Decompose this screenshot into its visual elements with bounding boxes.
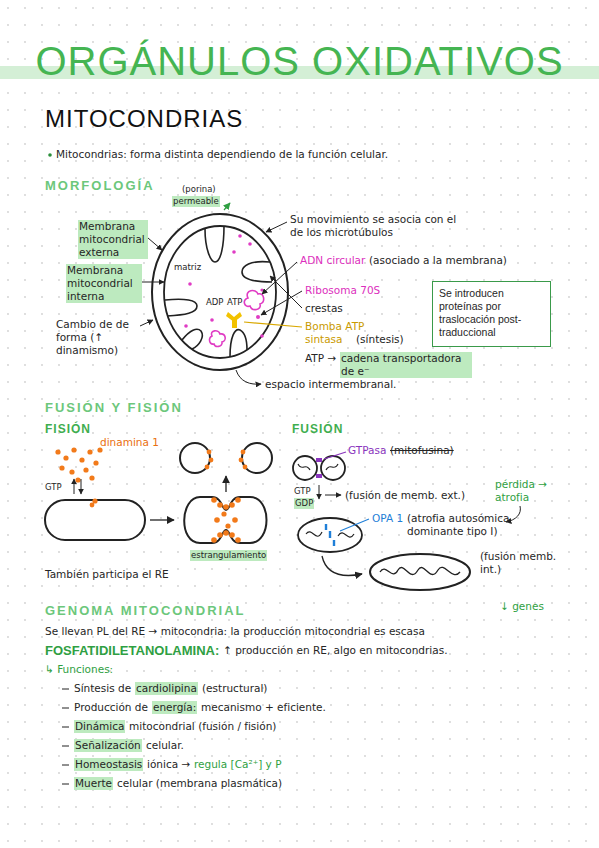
annotation: Síntesis de (74, 682, 131, 695)
dynamin-ring (211, 497, 241, 543)
annotation: (estructural) (202, 682, 267, 695)
annotation: (fusión de memb. ext.) (345, 489, 465, 502)
annotation: GTPasa (348, 444, 386, 457)
annotation: (asociado a la membrana) (369, 254, 507, 267)
fission-drawing (45, 443, 272, 543)
annotation: (mitofusina) (390, 444, 454, 457)
annotation: Producción de (74, 701, 148, 714)
arrow (150, 519, 174, 520)
crista (182, 329, 202, 349)
annotation: pérdida → atrofia (495, 478, 567, 504)
annotation: permeable (172, 196, 220, 207)
annotation: cadena transportadora de e⁻ (340, 352, 472, 378)
subheading: FUSIÓN (292, 422, 343, 437)
dynamin-dots (55, 447, 102, 482)
annotation: Dinámica (74, 720, 125, 733)
annotation: Membrana mitocondrial externa (78, 220, 148, 259)
daughter-mitochondrion (180, 443, 210, 473)
mitochondrion-drawing (152, 214, 288, 370)
annotation: mecanismo + eficiente. (201, 701, 326, 714)
annotation: OPA 1 (372, 512, 403, 525)
annotation: (síntesis) (356, 333, 404, 346)
mitochondrion-outline (45, 500, 145, 540)
page-title: ORGÁNULOS OXIDATIVOS (0, 36, 599, 86)
note-text: Se introducen proteínas por traslocación… (439, 287, 543, 340)
annotation: ADP (206, 297, 224, 308)
annotation: energía: (152, 701, 197, 714)
constricting-mitochondrion (184, 497, 266, 543)
annotation: estrangulamiento (190, 550, 267, 561)
section-heading: GENOMA MITOCONDRIAL (45, 603, 246, 619)
cristae (165, 226, 272, 357)
crista (165, 299, 197, 316)
annotation: Cambio de de forma (↑ dinamismo) (56, 318, 138, 357)
annotation: (atrofia autosómica dominante tipo I) (407, 512, 537, 538)
annotation: regula [Ca²⁺] y P (194, 758, 282, 771)
crista (242, 262, 272, 282)
annotation: ↳ Funciones: (45, 663, 113, 676)
leader-lines (140, 222, 302, 384)
annotation: GDP (294, 498, 314, 509)
crista (230, 330, 247, 357)
annotation: Membrana mitocondrial interna (66, 264, 142, 303)
annotation: Mitocondrias: forma distinta dependiendo… (56, 148, 388, 161)
annotation: (porina) (182, 184, 216, 195)
annotation: celular (membrana plasmática) (117, 777, 282, 790)
leader-line (244, 322, 302, 327)
annotation: ATP (227, 297, 242, 308)
list-dashes (62, 689, 69, 784)
annotation: celular. (146, 739, 184, 752)
annotation: ADN circular (300, 254, 365, 267)
subheading: FISIÓN (45, 422, 91, 437)
annotation: GTP (45, 482, 62, 493)
annotation: Su movimiento se asocia con el de los mi… (290, 213, 470, 239)
section-heading: MORFOLOGÍA (45, 178, 155, 194)
annotation: Se llevan PL del RE → mitocondria: la pr… (45, 625, 425, 638)
annotation: (fusión memb. int.) (480, 550, 564, 576)
annotation: También participa el RE (45, 568, 169, 581)
heading: MITOCONDRIAS (45, 104, 243, 134)
arrow (225, 476, 226, 492)
bullet (48, 153, 52, 157)
annotation: ↓ genes (500, 600, 544, 613)
inner-membrane (164, 226, 276, 358)
atp-synthase (226, 312, 242, 328)
annotation: Señalización (74, 739, 142, 752)
annotation: cardiolipina (135, 682, 198, 695)
note-box: Se introducen proteínas por traslocación… (432, 281, 551, 347)
annotation: matriz (174, 262, 201, 273)
annotation: crestas (305, 302, 343, 315)
annotation: ATP → (305, 352, 336, 365)
annotation: espacio intermembranal. (265, 378, 396, 391)
annotation: Ribosoma 70S (305, 284, 380, 297)
annotation: iónica → (147, 758, 190, 771)
outer-membrane (152, 214, 288, 370)
crista (205, 226, 224, 262)
annotation: ↑ producción en RE, algo en mitocondrias… (223, 644, 447, 657)
section-heading: FUSIÓN Y FISIÓN (45, 400, 183, 416)
daughter-mitochondrion (242, 443, 272, 473)
arrow (224, 203, 230, 210)
annotation: Muerte (74, 777, 113, 790)
annotation: mitocondrial (fusión / fisión) (129, 720, 276, 733)
annotation: GTP (294, 486, 311, 497)
annotation: Homeostasis (74, 758, 143, 771)
annotation: dinamina 1 (100, 436, 159, 449)
annotation: FOSFATIDILETANOLAMINA: (45, 643, 219, 659)
